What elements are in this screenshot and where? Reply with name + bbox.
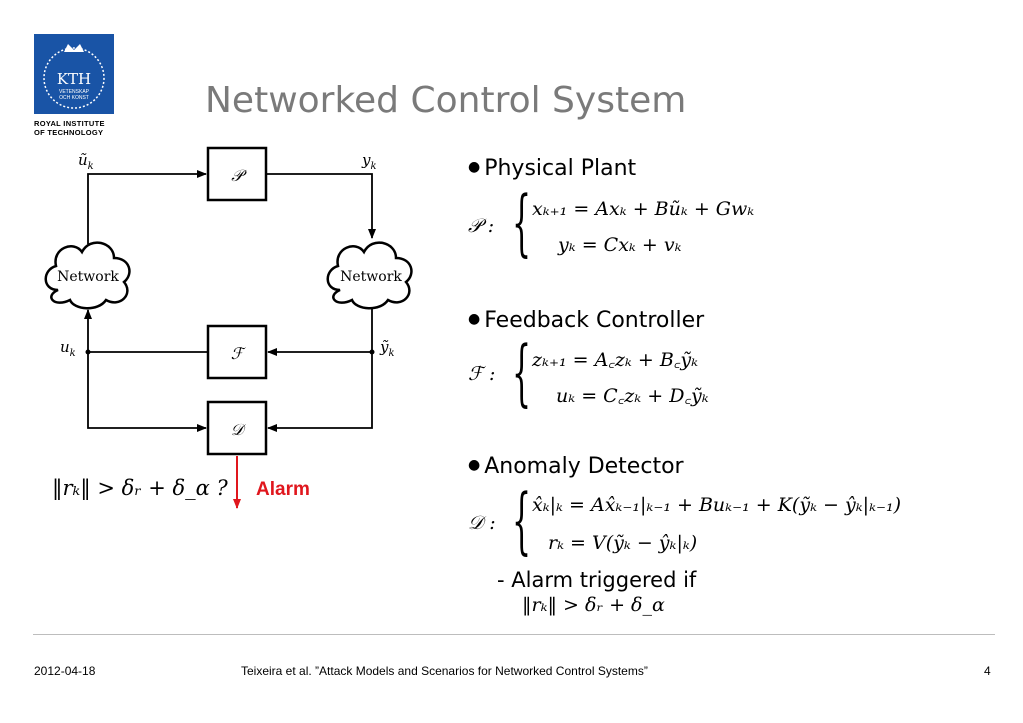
brace-icon: { [512, 182, 532, 266]
signal-label-y-tilde: ỹk [379, 338, 395, 359]
section-heading: Feedback Controller [484, 308, 705, 333]
brace-icon: { [512, 480, 532, 564]
logo-text-line2: OF TECHNOLOGY [34, 128, 104, 137]
kth-crest-icon: KTH VETENSKAP OCH KONST [43, 44, 105, 109]
detector-block [206, 400, 268, 456]
controller-symbol: ℱ [231, 344, 247, 363]
network-cloud-right: Network [326, 241, 413, 310]
detector-eq-2: rₖ = V(ỹₖ − ŷₖ|ₖ) [548, 532, 698, 554]
bullet-icon: ● [468, 159, 481, 175]
plant-equations: 𝒫 : { xₖ₊₁ = Axₖ + Bũₖ + Gwₖ yₖ = Cxₖ + … [468, 182, 828, 270]
section-anomaly-detector: ●Anomaly Detector [468, 454, 684, 479]
controller-eq-2: uₖ = C꜀zₖ + D꜀ỹₖ [556, 385, 709, 407]
alarm-condition: ‖rₖ‖ > δᵣ + δ_α [522, 594, 665, 616]
bullet-icon: ● [468, 311, 481, 327]
footer-divider [33, 634, 995, 635]
alarm-note: - Alarm triggered if [497, 568, 697, 592]
svg-text:KTH: KTH [57, 70, 91, 88]
network-label-right: Network [340, 269, 402, 285]
detector-eq-1: x̂ₖ|ₖ = Ax̂ₖ₋₁|ₖ₋₁ + Buₖ₋₁ + K(ỹₖ − ŷₖ|ₖ… [532, 494, 902, 516]
signal-label-u: uk [60, 338, 76, 359]
plant-eq-1: xₖ₊₁ = Axₖ + Bũₖ + Gwₖ [532, 198, 755, 220]
footer-citation: Teixeira et al. ”Attack Models and Scena… [241, 664, 648, 678]
signal-label-u-tilde: ũk [78, 151, 94, 172]
bullet-icon: ● [468, 457, 481, 473]
section-heading: Physical Plant [484, 156, 637, 181]
controller-eq-symbol: ℱ : [468, 363, 496, 385]
section-feedback-controller: ●Feedback Controller [468, 308, 704, 333]
detector-eq-symbol: 𝒟 : [468, 512, 496, 534]
brace-icon: { [512, 332, 532, 416]
svg-text:VETENSKAP: VETENSKAP [59, 89, 90, 95]
section-physical-plant: ●Physical Plant [468, 156, 636, 181]
alarm-label: Alarm [256, 479, 310, 500]
section-heading: Anomaly Detector [484, 454, 684, 479]
network-label-left: Network [57, 269, 119, 285]
signal-label-y: yk [361, 151, 377, 172]
svg-text:OCH KONST: OCH KONST [59, 95, 89, 101]
slide-title: Networked Control System [205, 80, 687, 121]
footer-date: 2012-04-18 [34, 664, 96, 678]
controller-eq-1: zₖ₊₁ = A꜀zₖ + B꜀ỹₖ [532, 349, 699, 371]
networked-control-diagram: 𝒫 ℱ 𝒟 Network Network ũk yk uk ỹk [44, 146, 413, 509]
controller-equations: ℱ : { zₖ₊₁ = A꜀zₖ + B꜀ỹₖ uₖ = C꜀zₖ + D꜀ỹ… [468, 332, 788, 420]
detector-equations: 𝒟 : { x̂ₖ|ₖ = Ax̂ₖ₋₁|ₖ₋₁ + Buₖ₋₁ + K(ỹₖ … [468, 480, 1008, 568]
plant-eq-symbol: 𝒫 : [468, 215, 495, 237]
network-cloud-left: Network [44, 241, 131, 310]
logo-text-line1: ROYAL INSTITUTE [34, 119, 105, 128]
plant-eq-2: yₖ = Cxₖ + vₖ [558, 234, 682, 256]
kth-logo: KTH VETENSKAP OCH KONST [34, 34, 114, 114]
detector-symbol: 𝒟 [231, 420, 247, 439]
residual-test: ‖rₖ‖ > δᵣ + δ_α ? [52, 476, 228, 500]
page-number: 4 [984, 664, 991, 678]
